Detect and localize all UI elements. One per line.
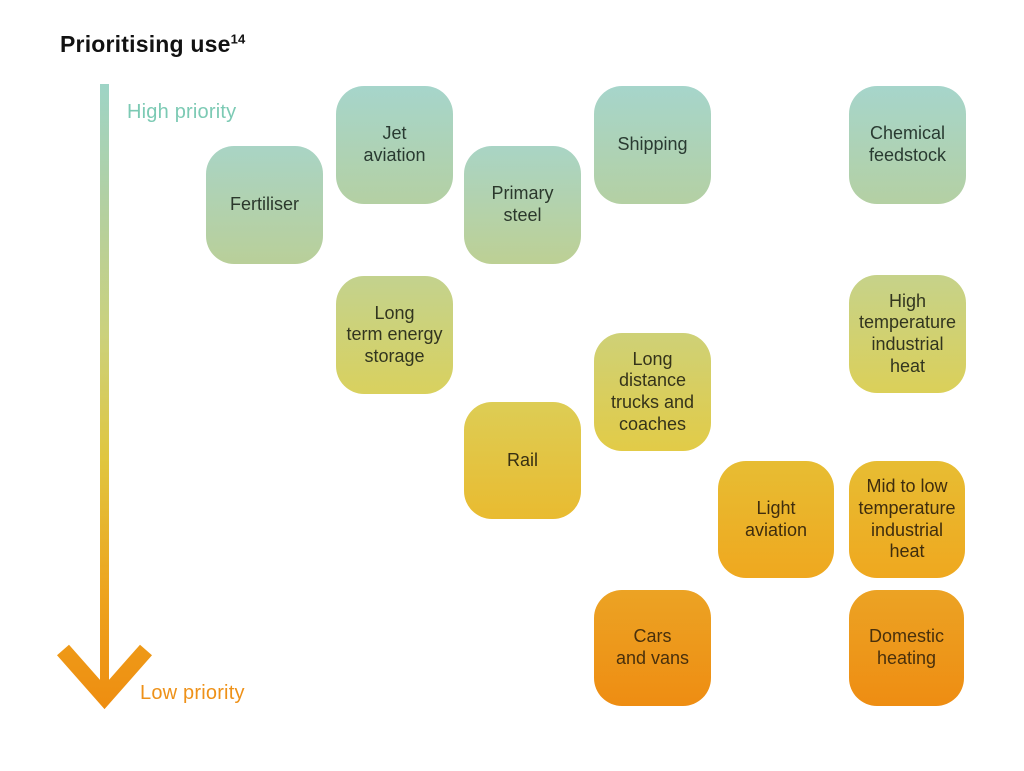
tile-mid-low-temp-industrial-heat: Mid to low temperature industrial heat bbox=[849, 461, 965, 578]
tile-fertiliser: Fertiliser bbox=[206, 146, 323, 264]
tile-long-distance-trucks-coaches: Long distance trucks and coaches bbox=[594, 333, 711, 451]
tile-label: Long term energy storage bbox=[346, 302, 443, 366]
tile-label: Jet aviation bbox=[363, 123, 426, 165]
tile-cars-and-vans: Cars and vans bbox=[594, 590, 711, 706]
footnote-marker: 14 bbox=[230, 31, 246, 47]
tile-label: Domestic heating bbox=[868, 626, 944, 668]
tile-label: Mid to low temperature industrial heat bbox=[858, 476, 956, 562]
tile-label: Fertiliser bbox=[229, 194, 299, 215]
tile-shipping: Shipping bbox=[594, 86, 711, 204]
low-priority-label: Low priority bbox=[140, 682, 245, 704]
arrow-head-icon bbox=[57, 644, 152, 710]
tile-label: Cars and vans bbox=[615, 626, 690, 668]
tile-label: Primary steel bbox=[491, 183, 554, 225]
tile-light-aviation: Light aviation bbox=[718, 461, 834, 578]
tile-long-term-energy-storage: Long term energy storage bbox=[336, 276, 453, 394]
tile-label: Long distance trucks and coaches bbox=[610, 348, 695, 434]
tile-label: Shipping bbox=[617, 134, 688, 155]
tile-chemical-feedstock: Chemical feedstock bbox=[849, 86, 966, 204]
high-priority-label: High priority bbox=[127, 101, 237, 123]
tile-label: High temperature industrial heat bbox=[858, 290, 957, 376]
tile-rail: Rail bbox=[464, 402, 581, 519]
tile-label: Chemical feedstock bbox=[868, 123, 947, 165]
tile-high-temp-industrial-heat: High temperature industrial heat bbox=[849, 275, 966, 393]
page-title: Prioritising use14 bbox=[60, 31, 246, 58]
tile-domestic-heating: Domestic heating bbox=[849, 590, 964, 706]
page-title-text: Prioritising use bbox=[60, 31, 231, 57]
tile-label: Light aviation bbox=[744, 497, 808, 540]
arrow-shaft-icon bbox=[100, 84, 109, 690]
tile-primary-steel: Primary steel bbox=[464, 146, 581, 264]
tile-jet-aviation: Jet aviation bbox=[336, 86, 453, 204]
tile-label: Rail bbox=[506, 449, 538, 470]
